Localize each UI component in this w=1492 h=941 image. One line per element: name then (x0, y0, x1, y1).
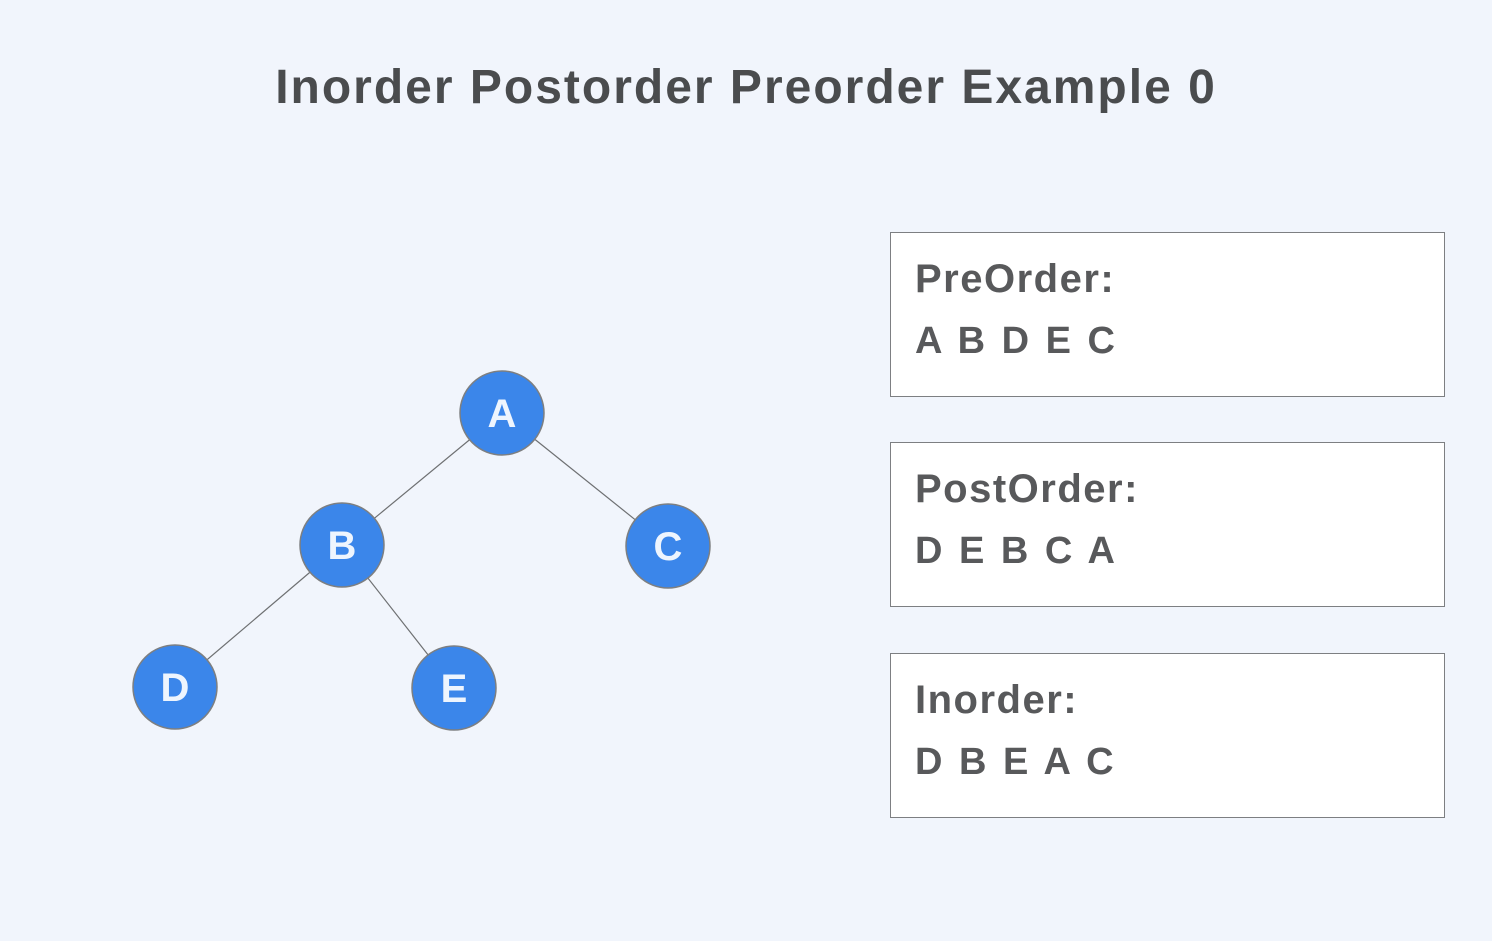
postorder-box: PostOrder: D E B C A (890, 442, 1445, 607)
inorder-label: Inorder: (915, 678, 1079, 722)
node-label: C (654, 525, 683, 569)
page-title: Inorder Postorder Preorder Example 0 (275, 61, 1217, 114)
inorder-value: D B E A C (915, 741, 1117, 783)
postorder-value: D E B C A (915, 530, 1118, 572)
tree-node-b: B (299, 502, 385, 588)
node-circle (459, 370, 545, 456)
node-label: E (441, 667, 468, 711)
node-label: D (161, 666, 190, 710)
tree-node-d: D (132, 644, 218, 730)
tree-node-a: A (459, 370, 545, 456)
node-circle (299, 502, 385, 588)
node-circle (625, 503, 711, 589)
preorder-label: PreOrder: (915, 257, 1116, 301)
preorder-value: A B D E C (915, 320, 1118, 362)
node-circle (411, 645, 497, 731)
node-label: A (488, 392, 517, 436)
tree-node-e: E (411, 645, 497, 731)
postorder-label: PostOrder: (915, 467, 1139, 511)
preorder-box: PreOrder: A B D E C (890, 232, 1445, 397)
inorder-box: Inorder: D B E A C (890, 653, 1445, 818)
node-circle (132, 644, 218, 730)
node-label: B (328, 524, 357, 568)
tree-node-c: C (625, 503, 711, 589)
